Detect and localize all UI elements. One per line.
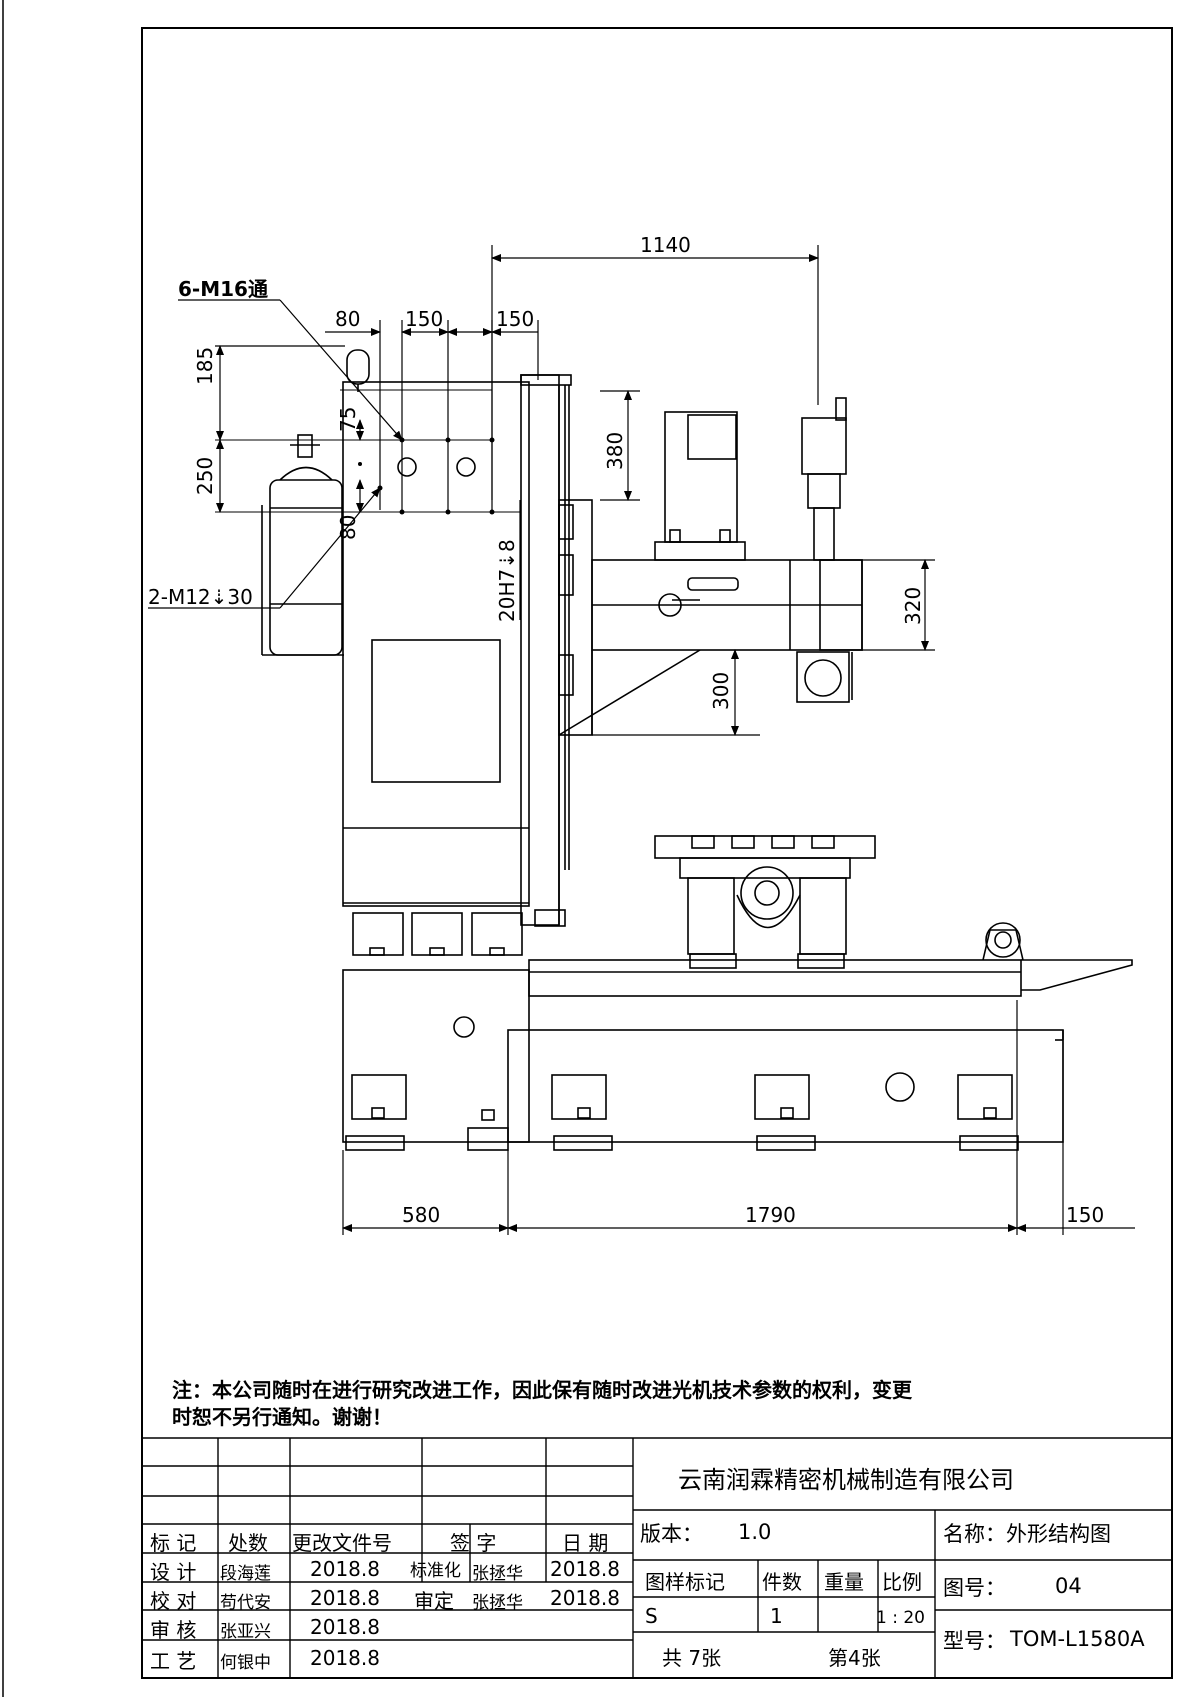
- row-design-role2: 标准化: [410, 1561, 461, 1581]
- dim-text-320: 320: [901, 587, 925, 625]
- dim-text-80: 80: [335, 307, 360, 331]
- total-sheets: 共 7张: [662, 1646, 722, 1670]
- dim-text-380: 380: [603, 432, 627, 470]
- dim-185-250: [215, 345, 345, 513]
- note-line-1: 注：本公司随时在进行研究改进工作，因此保有随时改进光机技术参数的权利，变更: [172, 1378, 912, 1402]
- quantity-value: 1: [770, 1604, 783, 1628]
- row-check-role2: 审定: [414, 1589, 454, 1613]
- header-change-doc: 更改文件号: [292, 1531, 392, 1555]
- dim-text-1140: 1140: [640, 233, 691, 257]
- dim-base: [342, 1000, 1135, 1235]
- header-quantity: 件数: [762, 1570, 802, 1594]
- header-date: 日 期: [562, 1531, 609, 1555]
- row-check-date: 2018.8: [310, 1586, 380, 1610]
- work-bed: [528, 922, 1133, 997]
- scale-value: 1 : 20: [876, 1608, 925, 1628]
- lifting-eye: [346, 349, 370, 392]
- row-check-name: 苟代安: [220, 1593, 271, 1613]
- callout-6-m16: 6-M16通: [178, 277, 268, 301]
- sample-value: S: [645, 1604, 658, 1628]
- row-design-date: 2018.8: [310, 1557, 380, 1581]
- drawing-no-label: 图号：: [943, 1576, 1006, 1600]
- machine-base: [342, 969, 1064, 1151]
- row-process-role: 工 艺: [150, 1649, 197, 1673]
- drawing-no-value: 04: [1055, 1574, 1082, 1598]
- slide-saddle: [558, 499, 701, 736]
- revision-note: 注：本公司随时在进行研究改进工作，因此保有随时改进光机技术参数的权利，变更 时恕…: [172, 1377, 1172, 1431]
- header-weight: 重量: [824, 1570, 864, 1594]
- dim-320: [862, 559, 935, 651]
- model-label: 型号：: [943, 1629, 1006, 1653]
- row-check-role: 校 对: [150, 1589, 197, 1613]
- model-value: TOM-L1580A: [1010, 1627, 1145, 1651]
- callout-2-m12: 2-M12⇣30: [148, 585, 253, 609]
- dim-1140: [491, 245, 819, 500]
- dim-300: [592, 649, 760, 736]
- horizontal-arm: [591, 559, 863, 735]
- drawing-frame: [141, 27, 1173, 1679]
- dim-text-75: 75: [336, 407, 360, 432]
- row-design-name: 段海莲: [220, 1564, 271, 1584]
- dim-text-150b: 150: [496, 307, 534, 331]
- dim-hole-centers: [215, 389, 520, 513]
- dim-380: [600, 390, 640, 501]
- row-review-date: 2018.8: [310, 1615, 380, 1639]
- dim-text-250: 250: [193, 457, 217, 495]
- row-review-role: 审 核: [150, 1618, 197, 1642]
- row-design-role: 设 计: [150, 1560, 197, 1584]
- version-label: 版本：: [640, 1522, 703, 1546]
- sheet-number: 第4张: [828, 1646, 881, 1670]
- row-check-name2: 张拯华: [472, 1593, 523, 1613]
- dim-text-580: 580: [402, 1203, 440, 1227]
- drawing-name: 名称：外形结构图: [943, 1522, 1111, 1546]
- row-review-name: 张亚兴: [220, 1622, 271, 1642]
- note-line-2: 时恕不另行通知。谢谢！: [172, 1405, 392, 1429]
- header-sign: 签 字: [450, 1531, 497, 1555]
- gas-tank: [261, 434, 344, 656]
- row-process-date: 2018.8: [310, 1646, 380, 1670]
- header-scale: 比例: [882, 1570, 922, 1594]
- dim-text-300: 300: [709, 672, 733, 710]
- column-holes: [397, 457, 476, 477]
- dim-text-80v: 80: [336, 515, 360, 540]
- rotary-table: [654, 835, 876, 969]
- leader-lines: [148, 299, 403, 609]
- row-process-name: 何银中: [220, 1653, 271, 1673]
- dim-text-150a: 150: [405, 307, 443, 331]
- dim-text-185: 185: [193, 347, 217, 385]
- row-check-date2: 2018.8: [550, 1586, 620, 1610]
- cylinder-unit: [796, 397, 853, 703]
- header-zone: 处数: [228, 1531, 268, 1555]
- dim-text-1790: 1790: [745, 1203, 796, 1227]
- machine-column: [342, 374, 572, 956]
- hole-dots: [358, 437, 495, 515]
- header-sample-mark: 图样标记: [645, 1570, 725, 1594]
- dim-text-150c: 150: [1066, 1203, 1104, 1227]
- row-design-date2: 2018.8: [550, 1557, 620, 1581]
- version-value: 1.0: [738, 1520, 772, 1544]
- row-design-name2: 张拯华: [472, 1564, 523, 1584]
- dim-text-20h7: 20H7⇣8: [495, 539, 519, 622]
- company-name: 云南润霖精密机械制造有限公司: [678, 1466, 1014, 1494]
- spindle-motor: [654, 411, 746, 561]
- header-mark: 标 记: [150, 1531, 197, 1555]
- title-block-grid: [142, 1437, 1172, 1678]
